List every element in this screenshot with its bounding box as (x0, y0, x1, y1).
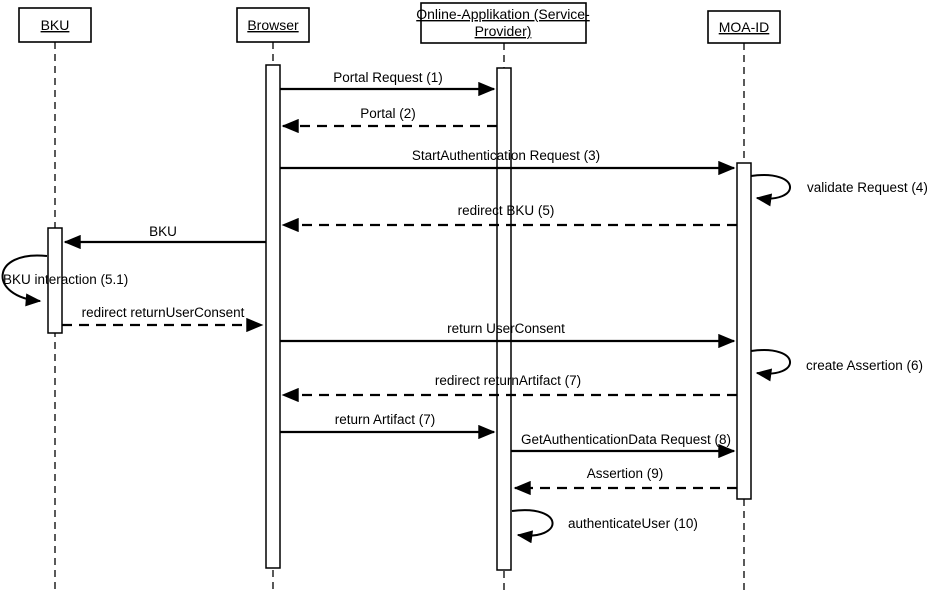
message-label: Assertion (9) (587, 466, 664, 481)
message-11-redirect-return-artifact: redirect returnArtifact (7) (281, 373, 737, 403)
self-loop-arrow (511, 509, 554, 544)
message-5-redirect-bku: redirect BKU (5) (281, 203, 737, 233)
message-6-bku: BKU (63, 224, 266, 250)
message-label: BKU (149, 224, 177, 239)
actor-label-online-app-line2: Provider) (475, 23, 532, 39)
message-15-authenticate-user-self-loop: authenticateUser (10) (511, 509, 698, 544)
message-label: create Assertion (6) (806, 358, 923, 373)
message-2-portal: Portal (2) (281, 106, 497, 134)
message-label: return UserConsent (447, 321, 565, 336)
activation-bar-online-app (496, 67, 512, 571)
self-loop-arrow (750, 349, 791, 382)
self-loop-arrow (750, 174, 791, 207)
message-label: StartAuthentication Request (3) (412, 148, 600, 163)
actor-online-app: Online-Applikation (Service- Provider) (416, 2, 590, 44)
message-4-validate-request-self-loop: validate Request (4) (750, 174, 928, 207)
message-label: authenticateUser (10) (568, 516, 698, 531)
message-10-create-assertion-self-loop: create Assertion (6) (750, 349, 923, 382)
message-label: Portal (2) (360, 106, 416, 121)
message-12-return-artifact: return Artifact (7) (280, 412, 496, 440)
message-label: BKU interaction (5.1) (3, 272, 128, 287)
actor-bku: BKU (18, 7, 92, 43)
activation-bar-moa-id (736, 162, 752, 500)
message-9-return-user-consent: return UserConsent (280, 321, 736, 349)
activation-bar-bku (47, 227, 63, 334)
actor-box-online-app (420, 2, 587, 44)
actor-label-browser: Browser (247, 17, 299, 33)
message-14-assertion: Assertion (9) (513, 466, 737, 496)
message-label: redirect returnUserConsent (82, 305, 245, 320)
message-label: validate Request (4) (807, 180, 928, 195)
message-7-bku-interaction-self-loop: BKU interaction (5.1) (1, 254, 128, 307)
message-8-redirect-return-user-consent: redirect returnUserConsent (62, 305, 264, 333)
message-label: Portal Request (1) (333, 70, 443, 85)
actor-box-moa-id (707, 10, 781, 44)
self-loop-arrow (1, 254, 48, 307)
message-label: return Artifact (7) (335, 412, 436, 427)
message-1-portal-request: Portal Request (1) (280, 70, 496, 97)
activation-bar-browser (265, 64, 281, 569)
message-3-start-authentication-request: StartAuthentication Request (3) (280, 148, 736, 176)
actor-box-browser (236, 7, 310, 43)
actor-label-online-app-line1: Online-Applikation (Service- (416, 6, 590, 22)
message-label: GetAuthenticationData Request (8) (521, 432, 731, 447)
actor-label-bku: BKU (41, 17, 70, 33)
actor-moa-id: MOA-ID (707, 10, 781, 44)
message-13-get-authentication-data-request: GetAuthenticationData Request (8) (511, 432, 736, 459)
message-label: redirect BKU (5) (458, 203, 555, 218)
actor-box-bku (18, 7, 92, 43)
actor-label-moa-id: MOA-ID (719, 19, 770, 35)
actor-browser: Browser (236, 7, 310, 43)
message-label: redirect returnArtifact (7) (435, 373, 581, 388)
